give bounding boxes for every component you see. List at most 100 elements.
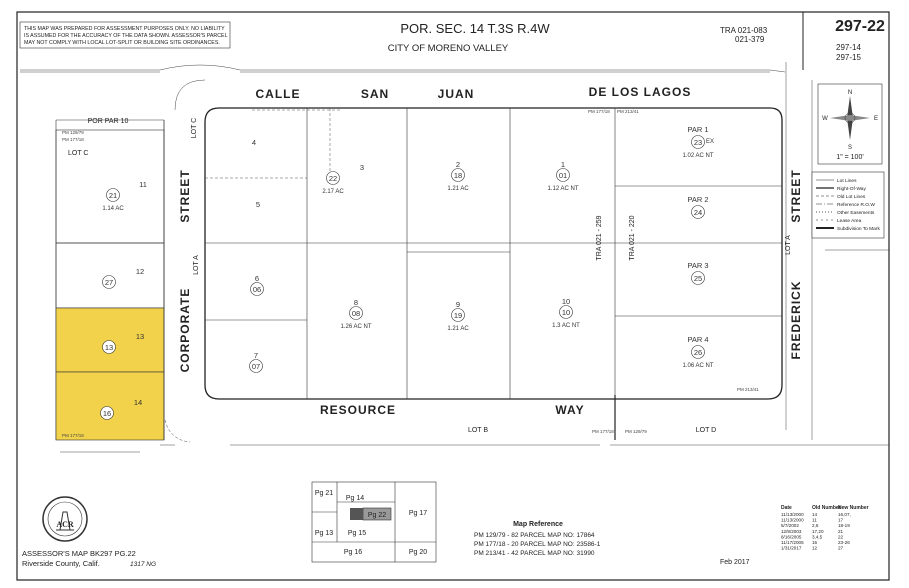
parcel-number: 08 [352, 309, 360, 318]
parcel-lot-label: 14 [134, 398, 142, 407]
pm-label: PM 177/18 [592, 429, 614, 434]
change-table-cell: 1/31/2017 [781, 546, 802, 551]
parcel-number: 06 [253, 285, 261, 294]
change-table-header: Old Number [812, 505, 841, 511]
lot-d: LOT D [696, 427, 717, 434]
change-table-header: New Number [838, 505, 869, 511]
legend-item: Reference R.O.W [837, 202, 875, 208]
street-calle: CALLE [256, 87, 301, 101]
parcel-acreage: 1.3 AC NT [552, 323, 580, 329]
scale-label: 1" = 100' [836, 154, 863, 161]
tra-label-259: TRA 021 - 259 [596, 215, 603, 260]
parcel-number: 19 [454, 311, 462, 320]
por-par-10: POR PAR 10 [88, 118, 129, 125]
change-table-cell: 3,4,5 [812, 534, 823, 539]
main-block-outline [204, 107, 783, 400]
parcel-number-circle [691, 271, 705, 285]
parcel-lot-label: PAR 3 [687, 261, 708, 270]
lot-a-left: LOT A [193, 255, 200, 275]
lot-number-4: 4 [252, 138, 256, 147]
parcel-number-circle [556, 168, 570, 182]
map-reference-row: PM 213/41 - 42 PARCEL MAP NO: 31990 [474, 550, 595, 557]
parcel-number: 22 [329, 174, 337, 183]
pm-label: PM 213/41 [617, 109, 639, 114]
parcel-acreage: 1.21 AC [447, 186, 469, 192]
tra-label-220: TRA 021 - 220 [629, 215, 636, 260]
parcel-number-circle [451, 168, 465, 182]
parcel-number-circle [691, 345, 705, 359]
parcel-number: 13 [105, 343, 113, 352]
assessor-seal: ACR [42, 496, 88, 542]
change-table-cell: 17 [838, 518, 844, 523]
context-lines [20, 62, 889, 453]
street-frederick: FREDERICK [789, 280, 803, 359]
tra-label-2: 021-379 [735, 35, 765, 44]
parcel-number-circle [326, 171, 340, 185]
parcel-number-circle [102, 340, 116, 354]
parcel-number-circle [249, 359, 263, 373]
parcel-number-circle [691, 135, 705, 149]
legend-item: Right-Of-Way [837, 186, 866, 192]
page-cell-22: Pg 22 [368, 512, 386, 519]
parcel-acreage: 1.06 AC NT [682, 363, 713, 369]
parcel-acreage: 2.17 AC [322, 189, 344, 195]
street-juan: JUAN [438, 87, 475, 101]
parcel-number-circle [250, 282, 264, 296]
curb-curve-sw [164, 419, 191, 443]
pm-label: PM 213/41 [737, 387, 759, 392]
parcel-lot-label: 12 [136, 267, 144, 276]
footer-map-title: ASSESSOR'S MAP BK297 PG.22 [22, 549, 136, 558]
ex-label: EX [706, 139, 714, 145]
lot-b: LOT B [468, 427, 488, 434]
parcel-number-circle [100, 406, 114, 420]
change-table-cell: 11/17/2005 [781, 540, 804, 545]
pm-label: PM 129/79 [625, 429, 647, 434]
parcel-acreage: 1.02 AC NT [682, 153, 713, 159]
map-border [16, 11, 890, 581]
street-corporate: CORPORATE [178, 288, 192, 373]
parcel-number-circle [559, 305, 573, 319]
change-table-cell: 21 [838, 529, 844, 534]
city-name: CITY OF MORENO VALLEY [388, 43, 509, 54]
parcel-lot-label: PAR 1 [687, 125, 708, 134]
change-table-cell: 11/13/2000 [781, 512, 804, 517]
page-cell-14: Pg 14 [346, 495, 364, 502]
change-table-cell: 11/13/2000 [781, 518, 804, 523]
change-table-cell: 8/16/2005 [781, 534, 802, 539]
legend-item: Lot Lines [837, 178, 857, 184]
svg-text:ACR: ACR [56, 520, 74, 529]
parcel-number: 07 [252, 362, 260, 371]
page-cell-16: Pg 16 [344, 549, 362, 556]
change-table-cell: 12 [812, 546, 818, 551]
old-lot-lines [205, 108, 340, 179]
north-label: N [848, 90, 852, 96]
street-san: SAN [361, 87, 389, 101]
parcel-number: 01 [559, 171, 567, 180]
page-cell-13: Pg 13 [315, 530, 333, 537]
street-de-los-lagos: DE LOS LAGOS [589, 85, 692, 99]
map-reference-title: Map Reference [513, 521, 563, 528]
page-cell-20: Pg 20 [409, 549, 427, 556]
parcel-lot-label: 2 [456, 160, 460, 169]
parcel-number: 26 [694, 348, 702, 357]
interior-lot-lines [205, 108, 782, 399]
disclaimer-line-1: THIS MAP WAS PREPARED FOR ASSESSMENT PUR… [24, 26, 225, 32]
parcel-lot-label: 3 [360, 163, 364, 172]
change-table-cell: 14 [812, 512, 818, 517]
east-label: E [874, 116, 878, 122]
current-page-marker [350, 508, 363, 520]
parcel-lot-label: 10 [562, 297, 570, 306]
south-label: S [848, 145, 852, 151]
change-table-cell: 15 [812, 540, 818, 545]
parcel-number-circle [102, 275, 116, 289]
parcel-acreage: 1.26 AC NT [340, 324, 371, 330]
change-table-cell: 2,6 [812, 523, 819, 528]
parcel-number: 27 [105, 278, 113, 287]
parcel-number-circle [106, 188, 120, 202]
parcel-lot-label: 9 [456, 300, 460, 309]
change-table-cell: 27 [838, 546, 844, 551]
change-table-header: Date [781, 505, 792, 511]
tra-label-1: TRA 021-083 [720, 26, 768, 35]
curb-curve-nw [174, 79, 206, 111]
